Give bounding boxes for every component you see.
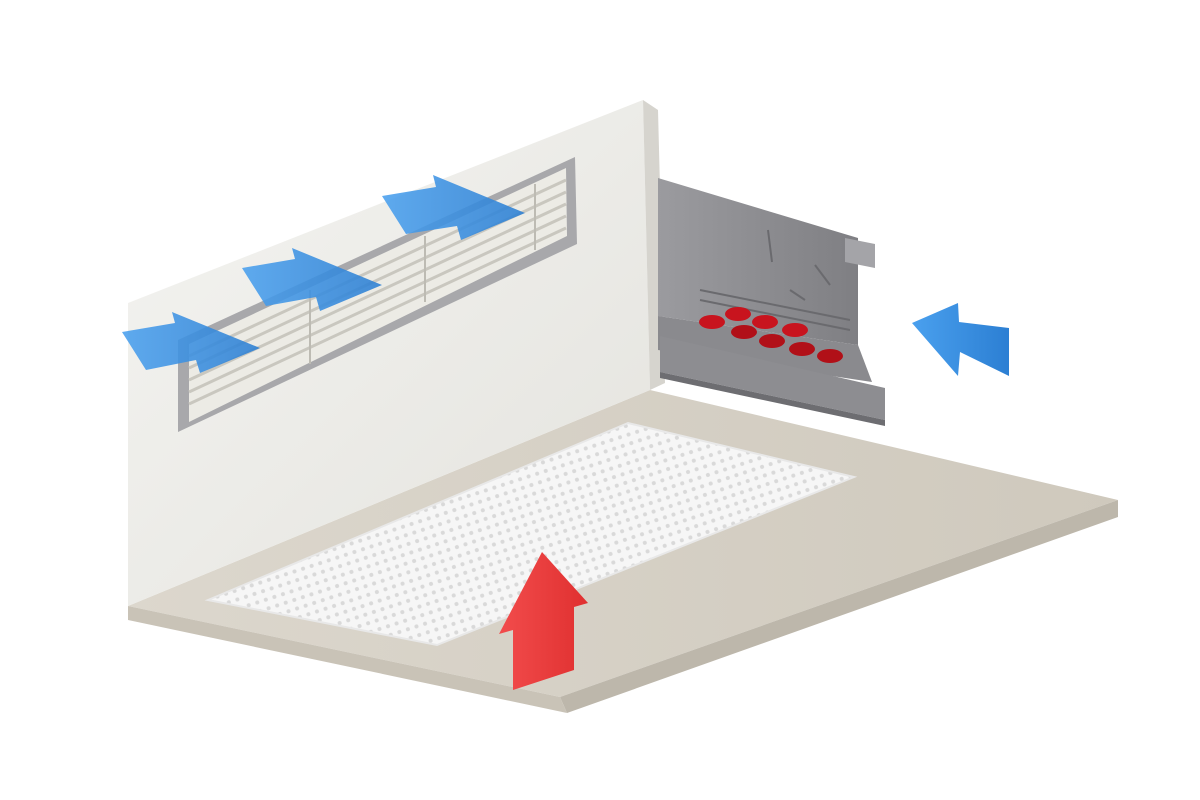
supply-air-arrow-3 bbox=[382, 175, 525, 240]
supply-air-arrow-2 bbox=[242, 248, 382, 311]
fan-coil-unit bbox=[658, 178, 885, 426]
inlet-air-arrow bbox=[912, 303, 1009, 376]
water-pipe-connections bbox=[699, 307, 843, 363]
return-air-arrow bbox=[499, 552, 588, 690]
supply-air-arrow-1 bbox=[122, 312, 260, 373]
perforated-return-panel bbox=[204, 421, 858, 647]
